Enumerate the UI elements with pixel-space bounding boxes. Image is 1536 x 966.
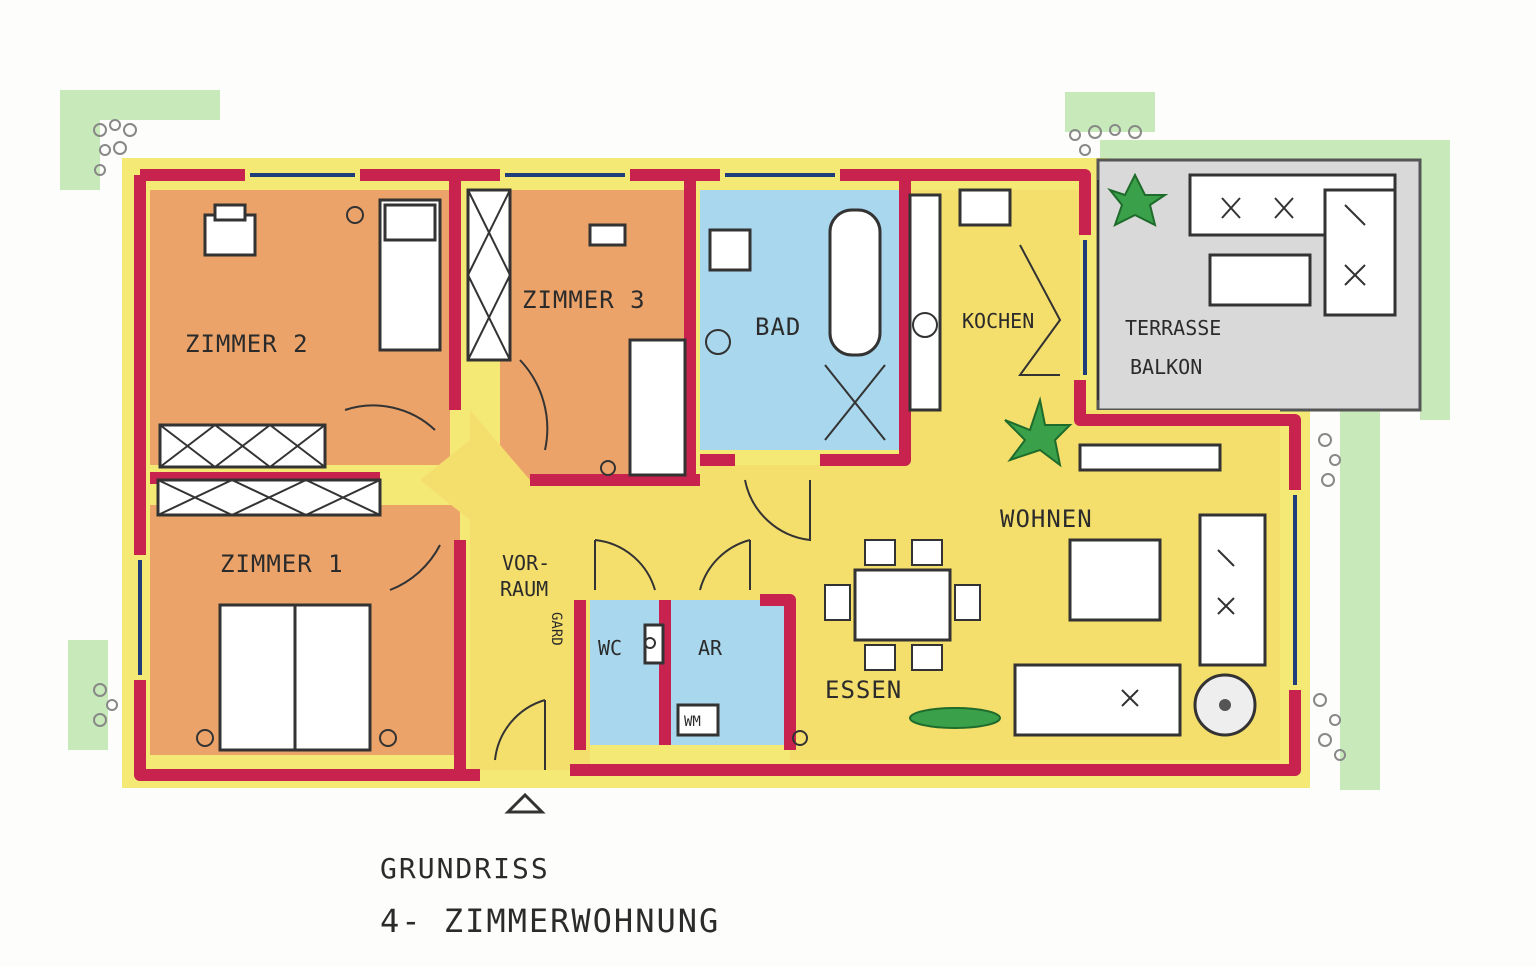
door-swings xyxy=(344,180,1099,770)
label-zimmer-1: ZIMMER 1 xyxy=(220,550,344,578)
dining-chairs xyxy=(824,539,981,671)
caption-subtitle: 4- ZIMMERWOHNUNG xyxy=(380,902,721,940)
round-table-center xyxy=(1219,699,1231,711)
plants xyxy=(909,172,1169,729)
label-essen: ESSEN xyxy=(825,676,902,704)
label-wohnen: WOHNEN xyxy=(1000,505,1093,533)
label-terrasse: TERRASSE xyxy=(1125,316,1221,340)
bath-details xyxy=(196,206,938,747)
windows xyxy=(138,173,1297,685)
label-wm: WM xyxy=(684,714,701,730)
entrance-icon xyxy=(504,792,546,814)
label-vorraum-1: VOR- xyxy=(502,551,550,575)
caption-title: GRUNDRISS xyxy=(380,852,550,885)
label-vorraum-2: RAUM xyxy=(500,577,548,601)
label-bad: BAD xyxy=(755,313,801,341)
label-gard: GARD xyxy=(548,612,564,646)
label-ar: AR xyxy=(698,636,723,660)
gravel xyxy=(93,119,1346,761)
terrace-chairs xyxy=(1121,197,1366,707)
label-zimmer-3: ZIMMER 3 xyxy=(522,286,646,314)
walls xyxy=(134,169,1301,781)
label-zimmer-2: ZIMMER 2 xyxy=(185,330,309,358)
label-balkon: BALKON xyxy=(1130,355,1202,379)
furniture xyxy=(203,173,1397,752)
label-kochen: KOCHEN xyxy=(962,309,1034,333)
wardrobe-hatching xyxy=(157,189,511,516)
label-wc: WC xyxy=(598,636,622,660)
